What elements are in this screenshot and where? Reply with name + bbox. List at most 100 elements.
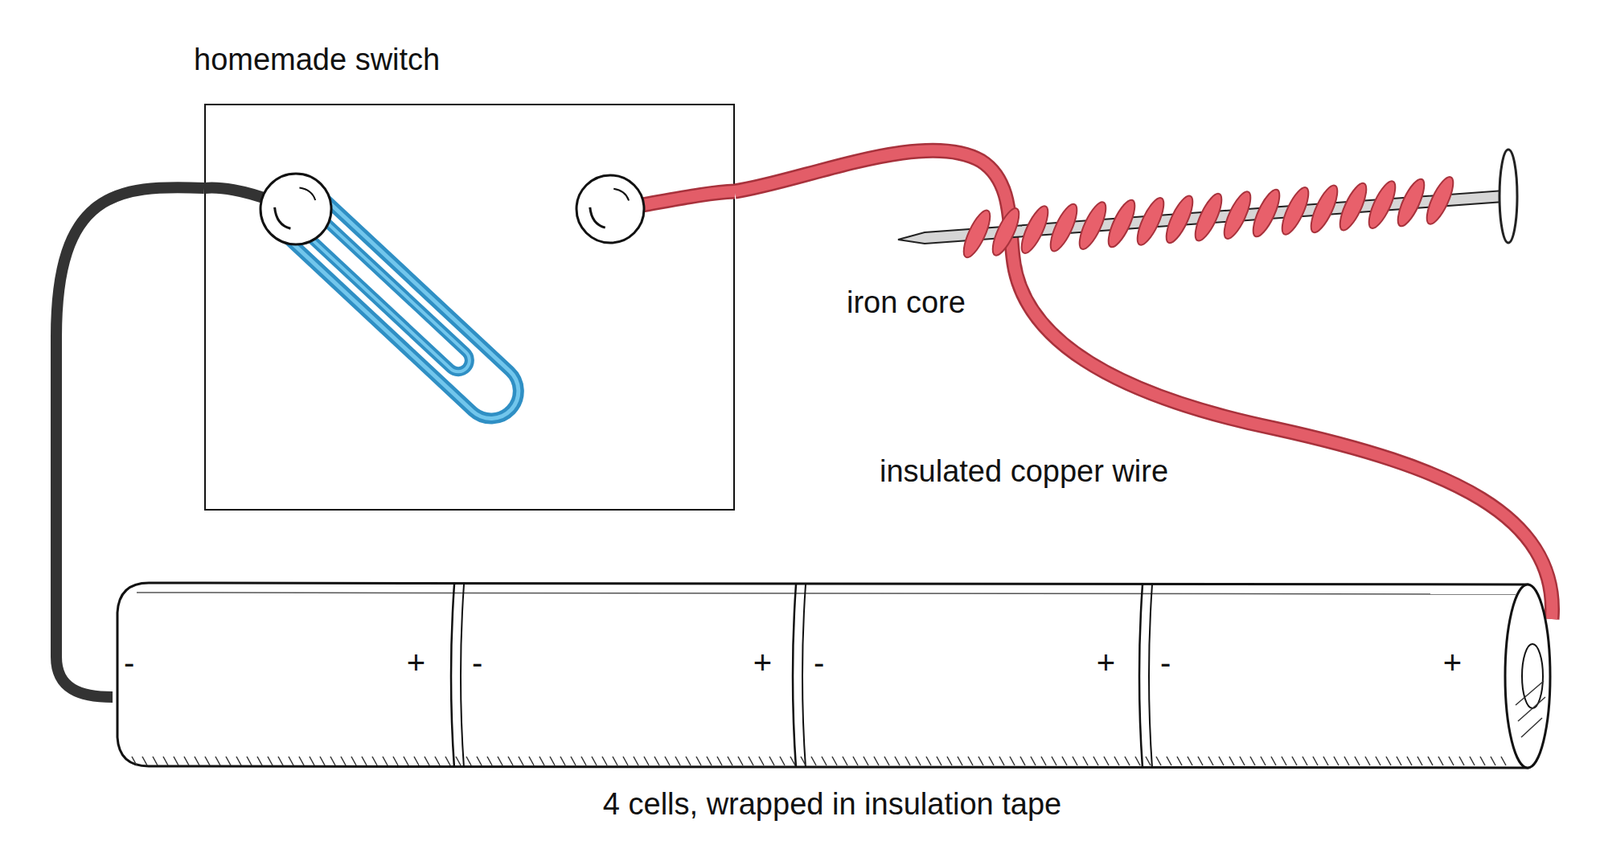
shading (758, 756, 764, 766)
shading (842, 756, 848, 766)
paperclip-outer (257, 170, 530, 431)
shading (445, 756, 451, 766)
shading (1009, 756, 1015, 766)
shading (1396, 756, 1402, 766)
cell-seam (1139, 584, 1143, 768)
coil-wrap (1045, 201, 1082, 255)
shading (915, 756, 921, 766)
red-wire-end (642, 191, 735, 206)
shading (1427, 756, 1433, 766)
paperclip-outer (257, 170, 530, 431)
shading (706, 756, 712, 766)
shading (476, 756, 482, 766)
shading (957, 756, 963, 766)
terminal-shine (274, 207, 292, 229)
shading (1281, 756, 1287, 766)
shading (1250, 756, 1256, 766)
shading (1312, 756, 1318, 766)
shading (1166, 756, 1172, 766)
shading (539, 756, 545, 766)
coil-wrap (958, 207, 995, 261)
shading (414, 756, 419, 766)
battery-terminal (1522, 644, 1543, 709)
shading (1365, 756, 1371, 766)
cell-seam (792, 584, 796, 768)
shading (320, 756, 325, 766)
shading (382, 756, 388, 766)
cell: -+ (795, 576, 1143, 771)
shading (1051, 756, 1057, 766)
coil-wrap (1334, 180, 1371, 234)
shading (1333, 756, 1339, 766)
shading (633, 756, 639, 766)
shading (257, 756, 263, 766)
terminal-shine (590, 207, 606, 228)
minus-sign: - (471, 644, 483, 682)
shading (1417, 756, 1423, 766)
shading (215, 756, 221, 766)
red-wire-end (642, 191, 735, 206)
cell-seam (802, 584, 806, 768)
shading (1239, 756, 1245, 766)
shading (340, 756, 346, 766)
shading (936, 756, 942, 766)
shading (434, 756, 440, 766)
shading (1292, 756, 1297, 766)
shading (926, 756, 932, 766)
shading (1218, 756, 1224, 766)
switch-terminal (576, 175, 645, 243)
shading (1448, 756, 1454, 766)
shading (403, 756, 409, 766)
shading (1030, 756, 1036, 766)
shading (1323, 756, 1329, 766)
shading (1020, 756, 1026, 766)
shading (685, 756, 691, 766)
shading (372, 756, 378, 766)
shading (1124, 756, 1130, 766)
shading (1375, 756, 1381, 766)
plus-sign: + (1096, 644, 1116, 682)
battery-end-cap (1505, 584, 1551, 768)
switch-terminal (260, 173, 332, 245)
shading (664, 756, 670, 766)
shading (393, 756, 398, 766)
wire-line (734, 150, 1553, 620)
coil-wrap (1305, 182, 1342, 236)
shading (361, 756, 367, 766)
shading (1459, 756, 1465, 766)
shading (1072, 756, 1078, 766)
shading (591, 756, 597, 766)
shading (246, 756, 252, 766)
shading (131, 756, 137, 766)
shading (455, 756, 461, 766)
shading (1469, 756, 1475, 766)
coil-wrap (1016, 202, 1053, 256)
shading (278, 756, 284, 766)
shading (1438, 756, 1444, 766)
battery-caption: 4 cells, wrapped in insulation tape (112, 787, 1552, 823)
shading (1114, 756, 1120, 766)
black-wire-end (204, 188, 271, 201)
shading (1302, 756, 1308, 766)
coil-wrap (1363, 177, 1400, 231)
shading (1501, 756, 1506, 766)
shading (968, 756, 973, 766)
switch-box: homemade switch (204, 103, 735, 511)
shading (267, 756, 273, 766)
shading (1062, 756, 1067, 766)
minus-sign: - (1160, 644, 1171, 682)
shading (1386, 756, 1391, 766)
shading (309, 756, 315, 766)
shading (790, 756, 796, 766)
shading (832, 756, 837, 766)
shading (779, 756, 785, 766)
part-label: insulated copper wire (879, 454, 1169, 490)
shading (142, 756, 148, 766)
cell-seam (451, 584, 455, 768)
shading (1229, 756, 1235, 766)
plus-sign: + (406, 644, 426, 682)
shading (1515, 681, 1546, 738)
shading (205, 756, 210, 766)
shading (1490, 756, 1496, 766)
cell: -+ (454, 576, 796, 771)
